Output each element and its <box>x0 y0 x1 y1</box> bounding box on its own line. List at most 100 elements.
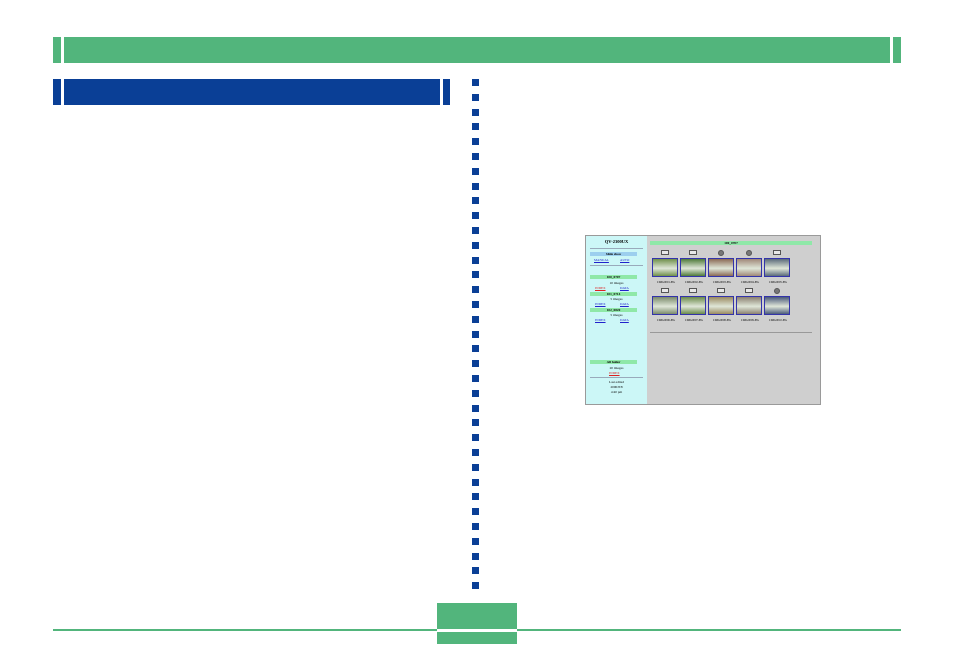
divider-dot <box>472 300 479 308</box>
folder-data-link[interactable]: DATA <box>620 318 629 322</box>
menu-frame: QV-2300UX Slide show MANUAL AUTO 100_070… <box>586 236 647 404</box>
last-edited-label: Last edited <box>609 380 624 384</box>
divider-dot <box>472 138 479 146</box>
thumbnail-cell[interactable]: CIMG0001.JPG <box>652 250 678 290</box>
camera-icon[interactable] <box>773 250 781 255</box>
thumbnail-cell[interactable]: CIMG0009.JPG <box>736 288 762 328</box>
folder-index-link[interactable]: INDEX <box>595 302 606 306</box>
portrait-icon[interactable] <box>746 250 752 256</box>
divider-dot <box>472 493 479 501</box>
divider-dot <box>472 434 479 442</box>
thumbnail-image[interactable] <box>708 296 734 315</box>
divider-dot <box>472 167 479 175</box>
divider-dot <box>472 389 479 397</box>
divider-dot <box>472 241 479 249</box>
divider-dot <box>472 478 479 486</box>
folder-name: 101_0714 <box>590 292 637 296</box>
folder-index-link[interactable]: INDEX <box>595 286 606 290</box>
browser-screenshot: QV-2300UX Slide show MANUAL AUTO 100_070… <box>585 235 821 405</box>
divider-dot <box>472 404 479 412</box>
thumbnail-cell[interactable]: CIMG0004.JPG <box>736 250 762 290</box>
last-edited-time: 4:40 pm <box>610 390 623 394</box>
divider-dot <box>472 582 479 590</box>
thumbnail-filename: CIMG0003.JPG <box>712 281 732 284</box>
folder-data-link[interactable]: DATA <box>620 286 629 290</box>
all-folder-index-link[interactable]: INDEX <box>609 371 620 375</box>
all-folder-count: 20 images <box>609 366 624 370</box>
thumbnail-cell[interactable]: CIMG0010.JPG <box>764 288 790 328</box>
folder-data-link[interactable]: DATA <box>620 302 629 306</box>
divider-dot <box>472 508 479 516</box>
divider <box>590 248 643 249</box>
thumbnail-filename: CIMG0007.JPG <box>684 319 704 322</box>
slide-show-auto-link[interactable]: AUTO <box>620 258 630 262</box>
divider-dot <box>472 522 479 530</box>
thumbnail-image[interactable] <box>652 258 678 277</box>
divider-dot <box>472 419 479 427</box>
thumbnail-filename: CIMG0009.JPG <box>740 319 760 322</box>
folder-index-link[interactable]: INDEX <box>595 318 606 322</box>
thumbnail-image[interactable] <box>708 258 734 277</box>
thumbnail-image[interactable] <box>736 258 762 277</box>
slide-show-manual-link[interactable]: MANUAL <box>594 258 609 262</box>
thumbnail-cell[interactable]: CIMG0002.JPG <box>680 250 706 290</box>
thumbnail-filename: CIMG0002.JPG <box>684 281 704 284</box>
thumbnail-image[interactable] <box>680 258 706 277</box>
camera-icon[interactable] <box>661 250 669 255</box>
divider-dot <box>472 552 479 560</box>
thumbnail-image[interactable] <box>680 296 706 315</box>
thumbnail-cell[interactable]: CIMG0007.JPG <box>680 288 706 328</box>
last-edited-date: 2000/8/8 <box>610 385 623 389</box>
divider <box>590 377 643 378</box>
thumbnail-filename: CIMG0006.JPG <box>656 319 676 322</box>
folder-count: 10 images <box>609 281 624 285</box>
column-divider-dots <box>472 79 480 597</box>
divider-dot <box>472 123 479 131</box>
divider-dot <box>472 108 479 116</box>
folder-name: 100_0707 <box>590 275 637 279</box>
thumbnail-image[interactable] <box>736 296 762 315</box>
landscape-icon[interactable] <box>717 288 725 293</box>
thumbnail-filename: CIMG0005.JPG <box>768 281 788 284</box>
divider-dot <box>472 152 479 160</box>
folder-count: 5 images <box>610 297 623 301</box>
thumbnail-filename: CIMG0004.JPG <box>740 281 760 284</box>
camera-icon[interactable] <box>689 250 697 255</box>
thumbnail-cell[interactable]: CIMG0006.JPG <box>652 288 678 328</box>
thumbnail-filename: CIMG0001.JPG <box>656 281 676 284</box>
section-bar-divider <box>61 79 64 105</box>
camera-icon[interactable] <box>745 288 753 293</box>
divider-dot <box>472 463 479 471</box>
portrait-icon[interactable] <box>718 250 724 256</box>
divider-dot <box>472 197 479 205</box>
page-box-gap <box>437 629 517 632</box>
folder-count: 5 images <box>610 313 623 317</box>
all-folder-band: All folder <box>590 360 637 364</box>
camera-icon[interactable] <box>661 288 669 293</box>
thumbnail-image[interactable] <box>652 296 678 315</box>
rotate-icon[interactable] <box>774 288 780 294</box>
folder-name: 102_0820 <box>590 308 637 312</box>
header-bar-divider <box>890 37 893 63</box>
divider-dot <box>472 286 479 294</box>
divider-dot <box>472 330 479 338</box>
thumbnail-cell[interactable]: CIMG0008.JPG <box>708 288 734 328</box>
divider-dot <box>472 315 479 323</box>
camera-icon[interactable] <box>689 288 697 293</box>
thumbnail-image[interactable] <box>764 296 790 315</box>
slide-show-band: Slide show <box>590 252 637 256</box>
thumbnail-cell[interactable]: CIMG0003.JPG <box>708 250 734 290</box>
page-number-box <box>437 603 517 644</box>
divider-dot <box>472 567 479 575</box>
thumbnail-cell[interactable]: CIMG0005.JPG <box>764 250 790 290</box>
section-bar-divider <box>440 79 443 105</box>
divider <box>650 332 812 333</box>
divider-dot <box>472 256 479 264</box>
divider-dot <box>472 93 479 101</box>
divider-dot <box>472 448 479 456</box>
thumbnail-image[interactable] <box>764 258 790 277</box>
divider-dot <box>472 212 479 220</box>
divider-dot <box>472 374 479 382</box>
divider-dot <box>472 79 479 86</box>
